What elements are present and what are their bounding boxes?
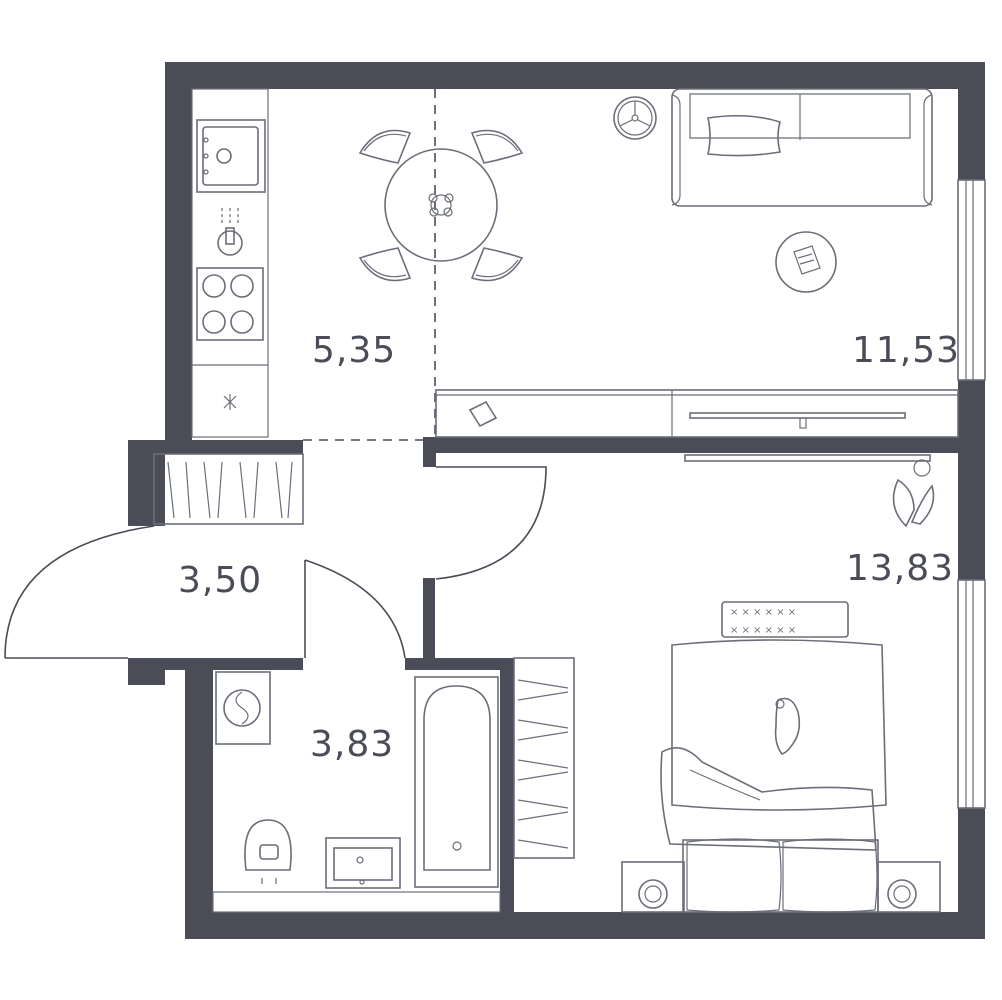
faucet-icon — [217, 208, 243, 256]
wardrobe-icon — [513, 657, 575, 859]
wardrobe-icon — [153, 453, 304, 525]
kitchen-counter — [191, 88, 269, 438]
stove-icon — [196, 267, 264, 341]
pillow-markers: × × × × × × × × × × × × — [730, 607, 796, 636]
washbasin-icon — [325, 837, 401, 889]
room-area-living: 11,53 — [852, 330, 960, 371]
rug-icon — [775, 231, 837, 293]
plant-icon — [428, 193, 454, 217]
chair-icon — [358, 247, 412, 282]
walls — [128, 62, 985, 939]
bed-icon — [660, 639, 887, 913]
tv-icon — [689, 412, 906, 429]
pillow-icon — [721, 601, 849, 638]
door-icon — [4, 525, 155, 659]
washing-machine-icon — [215, 671, 271, 745]
door-icon — [435, 466, 547, 580]
bathtub-icon — [414, 676, 499, 888]
chair-icon — [470, 247, 524, 282]
nightstand-icon — [621, 861, 685, 913]
toilet-icon — [244, 819, 292, 884]
cat-icon — [774, 697, 801, 755]
chair-icon — [470, 129, 524, 164]
room-area-bathroom: 3,83 — [310, 724, 394, 765]
nightstand-icon — [877, 861, 941, 913]
sofa-icon — [671, 88, 933, 207]
kitchen-small-icon — [223, 394, 237, 410]
room-area-hall: 3,50 — [178, 560, 262, 601]
room-area-kitchen: 5,35 — [312, 330, 396, 371]
pillow-icon — [707, 114, 781, 157]
window-icon — [957, 179, 986, 381]
svg-text:× × × × × ×: × × × × × × — [730, 625, 796, 636]
plant-icon — [892, 459, 935, 528]
tv-icon — [684, 454, 931, 462]
dining-table-icon — [384, 148, 498, 262]
room-area-bedroom: 13,83 — [846, 548, 954, 589]
tv-stand-icon — [435, 389, 959, 438]
door-icon — [304, 559, 406, 659]
sink-icon — [196, 119, 266, 193]
chair-icon — [358, 129, 412, 164]
svg-text:× × × × × ×: × × × × × × — [730, 607, 796, 618]
floor-lamp-icon — [613, 96, 657, 140]
window-icon — [957, 579, 986, 809]
